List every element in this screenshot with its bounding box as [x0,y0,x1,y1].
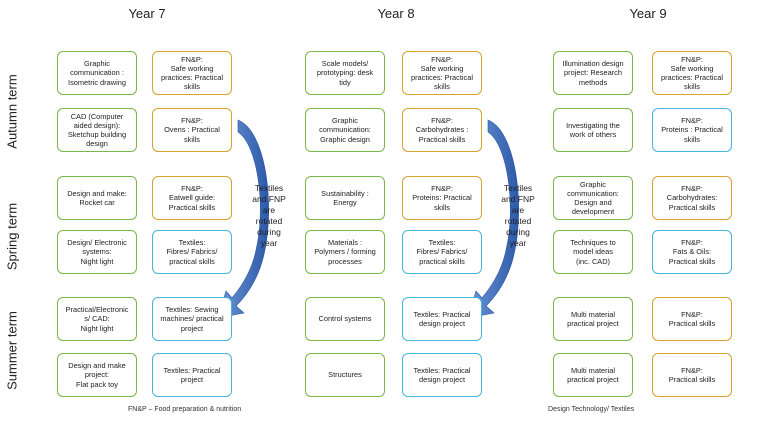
y8-summer2-textiles: Textiles: Practical design project [402,353,482,397]
y9-spring1-fnp: FN&P: Carbohydrates: Practical skills [652,176,732,220]
year-8-heading: Year 8 [377,6,415,21]
y8-autumn1-fnp: FN&P: Safe working practices: Practical … [402,51,482,95]
year-7-heading: Year 7 [128,6,166,21]
y8-autumn1-design: Scale models/ prototyping: desk tidy [305,51,385,95]
y9-summer1-fnp: FN&P: Practical skills [652,297,732,341]
autumn-term-label: Autumn term [4,74,20,149]
y8-autumn2-fnp: FN&P: Carbohydrates : Practical skills [402,108,482,152]
y8-autumn2-design: Graphic communication: Graphic design [305,108,385,152]
y9-summer1-design: Multi material practical project [553,297,633,341]
y8-spring1-fnp: FN&P: Proteins: Practical skills [402,176,482,220]
y8-summer2-design: Structures [305,353,385,397]
y9-autumn1-design: Illumination design project: Research me… [553,51,633,95]
rotation-note-year8: Textiles and FNP are rotated during year [501,183,535,249]
y7-autumn1-design: Graphic communication : Isometric drawin… [57,51,137,95]
y9-autumn2-design: Investigating the work of others [553,108,633,152]
y9-autumn1-fnp: FN&P: Safe working practices: Practical … [652,51,732,95]
y8-summer1-textiles: Textiles: Practical design project [402,297,482,341]
y7-autumn2-design: CAD (Computer aided design): Sketchup bu… [57,108,137,152]
y7-summer2-textiles: Textiles: Practical project [152,353,232,397]
y7-summer2-design: Design and make project: Flat pack toy [57,353,137,397]
y7-spring2-design: Design/ Electronic systems: Night light [57,230,137,274]
y8-spring2-design: Materials : Polymers / forming processes [305,230,385,274]
y7-spring2-textiles: Textiles: Fibres/ Fabrics/ practical ski… [152,230,232,274]
y9-summer2-fnp: FN&P: Practical skills [652,353,732,397]
footer-fnp-definition: FN&P – Food preparation & nutrition [128,406,242,413]
summer-term-label: Summer term [4,311,20,390]
y7-spring1-design: Design and make: Rocket car [57,176,137,220]
year-9-heading: Year 9 [629,6,667,21]
y8-summer1-design: Control systems [305,297,385,341]
footer-subject: Design Technology/ Textiles [548,406,635,413]
y9-spring2-design: Techniques to model ideas (inc. CAD) [553,230,633,274]
y9-spring1-design: Graphic communication: Design and develo… [553,176,633,220]
y7-summer1-design: Practical/Electronic s/ CAD: Night light [57,297,137,341]
y9-autumn2-fnp: FN&P: Proteins : Practical skills [652,108,732,152]
y9-spring2-fnp: FN&P: Fats & Oils: Practical skills [652,230,732,274]
y8-spring2-textiles: Textiles: Fibres/ Fabrics/ practical ski… [402,230,482,274]
y7-autumn1-fnp: FN&P: Safe working practices: Practical … [152,51,232,95]
y9-summer2-design: Multi material practical project [553,353,633,397]
y7-autumn2-fnp: FN&P: Ovens : Practical skills [152,108,232,152]
y8-spring1-design: Sustainability : Energy [305,176,385,220]
y7-summer1-textiles: Textiles: Sewing machines/ practical pro… [152,297,232,341]
rotation-note-year7: Textiles and FNP are rotated during year [252,183,286,249]
y7-spring1-fnp: FN&P: Eatwell guide: Practical skills [152,176,232,220]
spring-term-label: Spring term [4,202,20,271]
